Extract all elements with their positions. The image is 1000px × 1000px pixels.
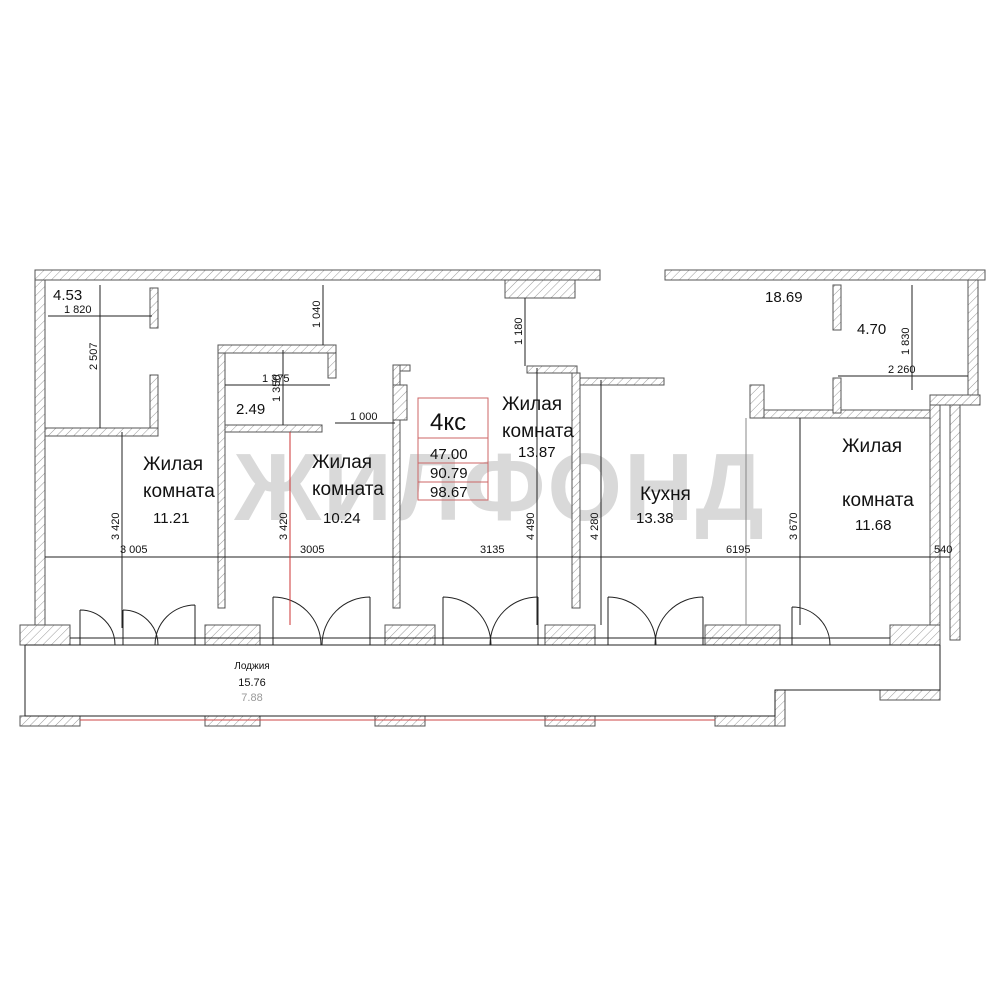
room-3-name: Жилая — [502, 394, 562, 415]
kitchen-area: 13.38 — [636, 510, 674, 527]
walls — [19, 269, 986, 727]
dim-hall-top: 1 180 — [513, 317, 525, 345]
loggia-outline — [24, 644, 941, 721]
dim-w-room2: 3005 — [300, 544, 324, 556]
room-5-name2: комната — [842, 490, 914, 511]
dim-storage-left-w: 1 820 — [64, 304, 92, 316]
living-area: 47.00 — [430, 446, 468, 463]
dim-w-room3: 3135 — [480, 544, 504, 556]
room-3-area: 13.87 — [518, 444, 556, 461]
total-area: 90.79 — [430, 465, 468, 482]
apartment-type: 4кс — [430, 409, 466, 436]
dim-w-right: 540 — [934, 544, 952, 556]
room-2-name2: комната — [312, 479, 384, 500]
storage-mid-area: 2.49 — [236, 401, 265, 418]
dim-h-room1: 3 420 — [110, 512, 122, 540]
room-5-area: 11.68 — [855, 517, 891, 534]
room-5-name: Жилая — [842, 436, 902, 457]
dim-bath-h: 1 830 — [900, 327, 912, 355]
apartment-tag: 4кс 47.00 90.79 98.67 — [417, 397, 489, 501]
dimension-lines — [45, 285, 968, 628]
hall-area: 18.69 — [765, 289, 803, 306]
room-1-area: 11.21 — [153, 510, 189, 527]
dimension-labels: 3 005 3005 3135 6195 540 1 820 1 375 1 0… — [64, 300, 952, 556]
loggia-area: 15.76 — [238, 677, 266, 689]
room-1-name: Жилая — [143, 454, 203, 475]
bath-area: 4.70 — [857, 321, 886, 338]
dim-h-room5: 3 670 — [788, 512, 800, 540]
room-labels: Жилая комната 11.21 Жилая комната 10.24 … — [53, 287, 914, 704]
dim-h-kitchen: 4 280 — [589, 512, 601, 540]
dim-storage-left-h: 2 507 — [88, 342, 100, 370]
doors — [70, 596, 890, 646]
dim-w-room1: 3 005 — [120, 544, 148, 556]
dim-corridor-top: 1 040 — [311, 300, 323, 328]
room-3-name2: комната — [502, 421, 574, 442]
dim-h-room2: 3 420 — [278, 512, 290, 540]
dim-bath-w: 2 260 — [888, 364, 916, 376]
watermark: ЖИЛФОНД — [233, 434, 765, 541]
kitchen-name: Кухня — [640, 484, 691, 505]
dim-storage-mid-h: 1 350 — [271, 374, 283, 402]
dim-w-kitchen-room5: 6195 — [726, 544, 750, 556]
room-1-name2: комната — [143, 481, 215, 502]
room-2-name: Жилая — [312, 452, 372, 473]
loggia-name: Лоджия — [234, 661, 269, 672]
dim-passage: 1 000 — [350, 411, 378, 423]
loggia-reduced-area: 7.88 — [241, 692, 262, 704]
dim-h-room3: 4 490 — [525, 512, 537, 540]
total-area-with-loggia: 98.67 — [430, 484, 468, 501]
room-2-area: 10.24 — [323, 510, 361, 527]
dim-storage-mid-w: 1 375 — [262, 373, 290, 385]
storage-left-area: 4.53 — [53, 287, 82, 304]
